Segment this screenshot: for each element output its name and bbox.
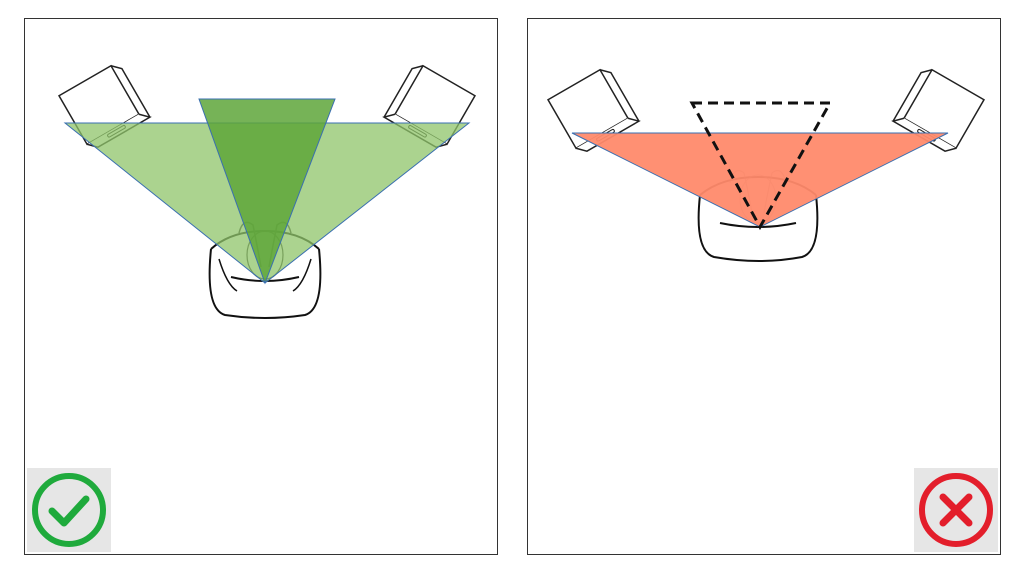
ideal-listening-cone-outline <box>689 101 833 231</box>
correct-setup-diagram <box>57 64 477 319</box>
correct-badge <box>27 468 111 552</box>
check-circle-icon <box>32 473 106 547</box>
incorrect-badge <box>914 468 998 552</box>
stereo-triangle <box>571 132 949 228</box>
x-circle-icon <box>919 473 993 547</box>
correct-setup-panel <box>24 18 498 555</box>
listening-cone <box>198 98 336 285</box>
incorrect-setup-panel <box>527 18 1001 555</box>
incorrect-setup-diagram <box>546 68 986 262</box>
